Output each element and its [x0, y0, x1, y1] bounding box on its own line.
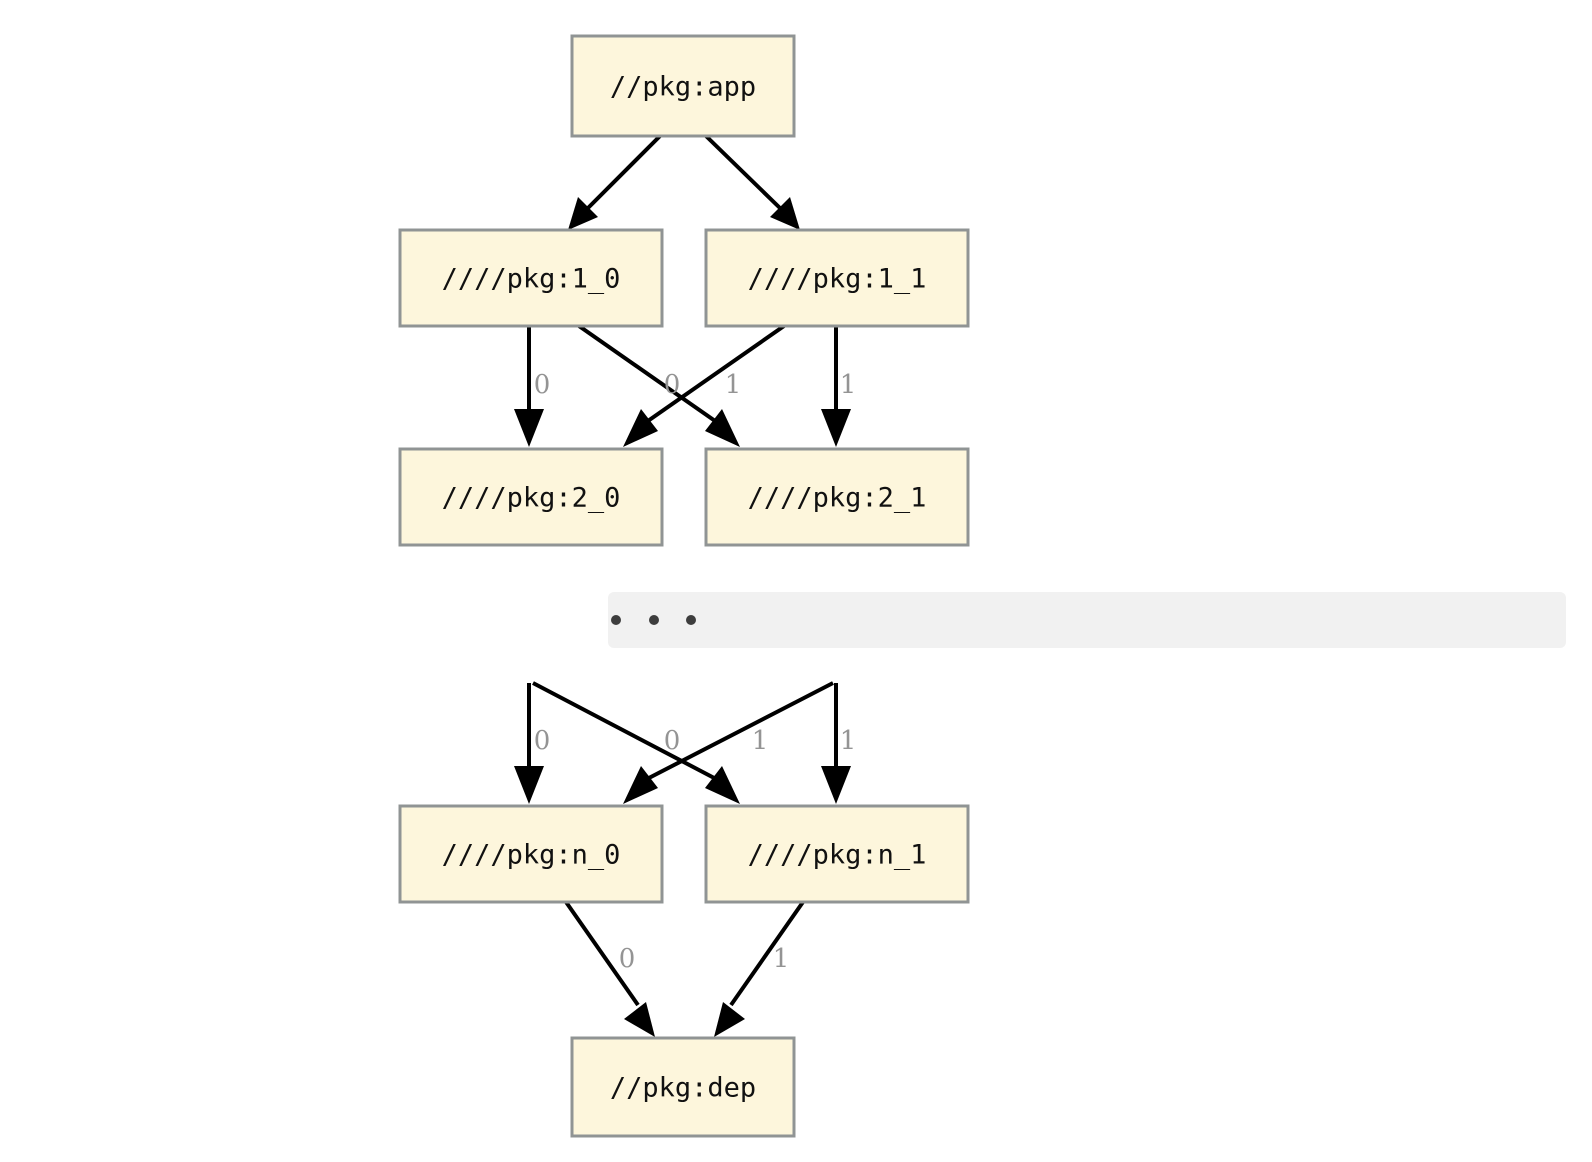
node-pkg-n_0[interactable]: ////pkg:n_0: [398, 804, 664, 904]
node-pkg-2_1[interactable]: ////pkg:2_1: [704, 447, 970, 547]
edge-label: 0: [664, 726, 681, 756]
node-dep[interactable]: //pkg:dep: [570, 1036, 796, 1138]
ellipsis-dot: [649, 615, 659, 625]
node-label: //pkg:dep: [610, 1073, 756, 1104]
edge-truncated-to-n_0: 0: [514, 683, 550, 804]
ellipsis-separator: [608, 592, 1566, 648]
node-label: //pkg:app: [610, 72, 756, 103]
node-app[interactable]: //pkg:app: [570, 34, 796, 138]
edge-label: 0: [664, 370, 681, 400]
edge-label: 0: [534, 370, 551, 400]
edge-1_1-to-2_0: 1: [623, 324, 786, 447]
edge-label: 0: [534, 726, 551, 756]
edge-1_0-to-2_1: 0: [577, 324, 740, 447]
node-label: ////pkg:2_0: [442, 483, 621, 514]
node-label: ////pkg:1_0: [442, 264, 621, 295]
node-pkg-1_1[interactable]: ////pkg:1_1: [704, 228, 970, 328]
edge-label: 0: [619, 944, 636, 974]
node-pkg-n_1[interactable]: ////pkg:n_1: [704, 804, 970, 904]
edge-label: 1: [773, 944, 790, 974]
edge-truncated-to-n_1-b: 1: [821, 683, 856, 804]
ellipsis-dot: [686, 615, 696, 625]
edge-1_0-to-2_0: 0: [514, 326, 550, 447]
edge-app-to-1_0: [568, 134, 662, 230]
edge-label: 1: [752, 726, 769, 756]
edge-n_1-to-dep: 1: [714, 900, 805, 1037]
edge-truncated-to-n_0-b: 1: [623, 681, 834, 804]
node-label: ////pkg:1_1: [748, 264, 927, 295]
edge-1_1-to-2_1: 1: [821, 326, 856, 447]
node-label: ////pkg:2_1: [748, 483, 927, 514]
node-pkg-2_0[interactable]: ////pkg:2_0: [398, 447, 664, 547]
edge-label: 1: [725, 370, 742, 400]
edge-n_0-to-dep: 0: [564, 900, 655, 1037]
node-label: ////pkg:n_0: [442, 840, 621, 871]
ellipsis-dot: [611, 615, 621, 625]
ellipsis-band: [608, 592, 1566, 648]
node-pkg-1_0[interactable]: ////pkg:1_0: [398, 228, 664, 328]
edge-label: 1: [840, 726, 857, 756]
edge-truncated-to-n_1-a: 0: [532, 681, 740, 804]
edge-app-to-1_1: [704, 134, 800, 230]
edge-label: 1: [840, 370, 857, 400]
node-label: ////pkg:n_1: [748, 840, 927, 871]
